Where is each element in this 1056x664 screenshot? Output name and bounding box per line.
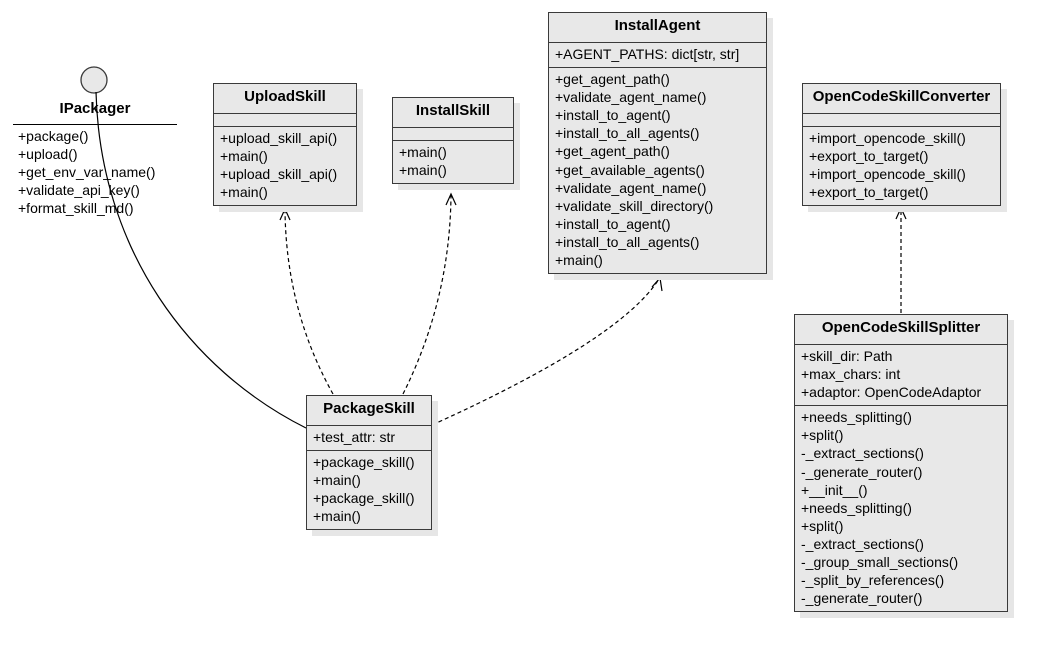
- dependency-package-to-install-skill: [402, 194, 452, 395]
- member-line: +validate_api_key(): [18, 182, 140, 199]
- arrowhead-install-agent-icon: [651, 276, 663, 292]
- operations-compartment: +upload_skill_api()+main()+upload_skill_…: [214, 127, 356, 205]
- member-line: +main(): [220, 184, 268, 201]
- member-line: +package(): [18, 128, 89, 144]
- member-line: -_split_by_references(): [801, 572, 945, 589]
- class-name: OpenCodeSkillConverter: [803, 84, 1000, 114]
- member-line: +main(): [220, 148, 268, 165]
- interface-divider: [13, 124, 177, 125]
- interface-realization-line: [95, 91, 307, 429]
- attributes-compartment: [214, 114, 356, 127]
- member-line: +validate_agent_name(): [555, 89, 707, 106]
- attributes-compartment: +AGENT_PATHS: dict[str, str]: [549, 43, 766, 69]
- interface-name: IPackager: [59, 100, 131, 117]
- member-line: -_extract_sections(): [801, 445, 924, 462]
- member-line: +upload_skill_api(): [220, 166, 338, 183]
- member-line: +main(): [555, 252, 603, 269]
- member-line: -_generate_router(): [801, 463, 923, 480]
- member-line: -_generate_router(): [801, 590, 923, 607]
- class-opencode-skill-converter: OpenCodeSkillConverter +import_opencode_…: [802, 83, 1001, 207]
- member-line: +max_chars: int: [801, 366, 901, 383]
- member-line: +get_agent_path(): [555, 143, 670, 160]
- interface-lollipop-icon: [80, 66, 108, 94]
- member-line: +validate_agent_name(): [555, 179, 707, 196]
- class-name: InstallSkill: [393, 98, 513, 128]
- member-line: +upload_skill_api(): [220, 130, 338, 146]
- class-name: OpenCodeSkillSplitter: [795, 315, 1007, 345]
- class-opencode-skill-splitter: OpenCodeSkillSplitter +skill_dir: Path +m…: [794, 314, 1008, 613]
- operations-compartment: +get_agent_path()+validate_agent_name()+…: [549, 68, 766, 273]
- class-name: InstallAgent: [549, 13, 766, 43]
- member-line: +upload(): [18, 146, 78, 163]
- member-line: -_extract_sections(): [801, 535, 924, 552]
- member-line: +adaptor: OpenCodeAdaptor: [801, 384, 982, 401]
- member-line: +__init__(): [801, 481, 868, 498]
- member-line: +import_opencode_skill(): [809, 130, 966, 146]
- member-line: +split(): [801, 427, 844, 444]
- member-line: +install_to_all_agents(): [555, 233, 700, 250]
- member-line: +install_to_all_agents(): [555, 125, 700, 142]
- dependency-package-to-install-agent: [431, 278, 660, 426]
- class-package-skill: PackageSkill +test_attr: str +package_sk…: [306, 395, 432, 531]
- member-line: +skill_dir: Path: [801, 348, 893, 364]
- dependency-package-to-upload: [284, 209, 334, 395]
- class-upload-skill: UploadSkill +upload_skill_api()+main()+u…: [213, 83, 357, 207]
- operations-compartment: +needs_splitting()+split()-_extract_sect…: [795, 406, 1007, 611]
- arrowhead-converter-icon: [895, 206, 907, 220]
- class-name: PackageSkill: [307, 396, 431, 426]
- member-line: -_group_small_sections(): [801, 554, 959, 571]
- member-line: +test_attr: str: [313, 429, 396, 445]
- member-line: +get_agent_path(): [555, 71, 670, 88]
- member-line: +import_opencode_skill(): [809, 166, 966, 183]
- attributes-compartment: [803, 114, 1000, 127]
- attributes-compartment: [393, 128, 513, 141]
- operations-compartment: +package_skill()+main()+package_skill()+…: [307, 451, 431, 529]
- member-line: +AGENT_PATHS: dict[str, str]: [555, 46, 740, 62]
- member-line: +get_available_agents(): [555, 161, 705, 178]
- member-line: +main(): [313, 508, 361, 525]
- member-line: +export_to_target(): [809, 148, 929, 165]
- member-line: +needs_splitting(): [801, 409, 912, 426]
- member-line: +main(): [399, 144, 447, 160]
- class-install-agent: InstallAgent +AGENT_PATHS: dict[str, str…: [548, 12, 767, 275]
- class-name: UploadSkill: [214, 84, 356, 114]
- member-line: +main(): [399, 162, 447, 179]
- member-line: +package_skill(): [313, 490, 415, 507]
- member-line: +package_skill(): [313, 454, 415, 471]
- class-install-skill: InstallSkill +main() +main(): [392, 97, 514, 185]
- operations-compartment: +import_opencode_skill()+export_to_targe…: [803, 127, 1000, 205]
- member-line: +install_to_agent(): [555, 215, 671, 232]
- arrowhead-install-skill-icon: [445, 192, 457, 206]
- member-line: +split(): [801, 517, 844, 534]
- member-line: +export_to_target(): [809, 184, 929, 201]
- attributes-compartment: +test_attr: str: [307, 426, 431, 452]
- member-line: +validate_skill_directory(): [555, 197, 714, 214]
- interface-operations: +package() +upload()+get_env_var_name()+v…: [18, 127, 155, 217]
- arrowhead-upload-icon: [279, 207, 291, 221]
- attributes-compartment: +skill_dir: Path +max_chars: int+adaptor:…: [795, 345, 1007, 407]
- operations-compartment: +main() +main(): [393, 141, 513, 183]
- member-line: +install_to_agent(): [555, 107, 671, 124]
- member-line: +get_env_var_name(): [18, 164, 156, 181]
- member-line: +main(): [313, 472, 361, 489]
- member-line: +format_skill_md(): [18, 200, 134, 217]
- member-line: +needs_splitting(): [801, 499, 912, 516]
